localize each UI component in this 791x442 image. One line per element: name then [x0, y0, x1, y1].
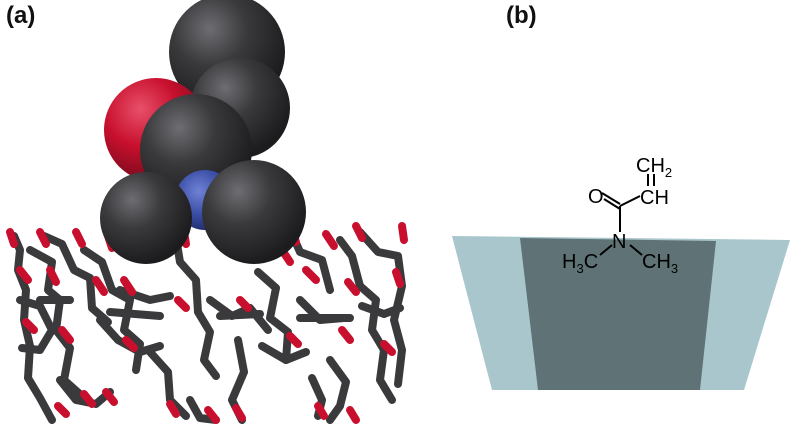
- ch3-right-label: CH3: [642, 251, 678, 276]
- structural-formula: [599, 174, 655, 256]
- carbon-atom: [202, 160, 306, 264]
- panel-label-a: (a): [6, 2, 36, 29]
- nitrogen-label: N: [612, 231, 626, 253]
- panel-label-b: (b): [506, 2, 537, 29]
- h3c-left-label: H3C: [562, 251, 598, 276]
- carbon-atom: [100, 172, 192, 264]
- guest-molecule-spacefill: [100, 0, 306, 264]
- oxygen-label: O: [588, 186, 604, 208]
- cone-inner: [520, 238, 716, 390]
- cavity-schematic: [452, 236, 790, 390]
- ch2-label: CH2: [636, 155, 672, 180]
- cyclodextrin-stick-model: [6, 222, 408, 424]
- formula-text: CH2 CH O N H3C CH3: [562, 155, 678, 276]
- ch-label: CH: [640, 187, 669, 209]
